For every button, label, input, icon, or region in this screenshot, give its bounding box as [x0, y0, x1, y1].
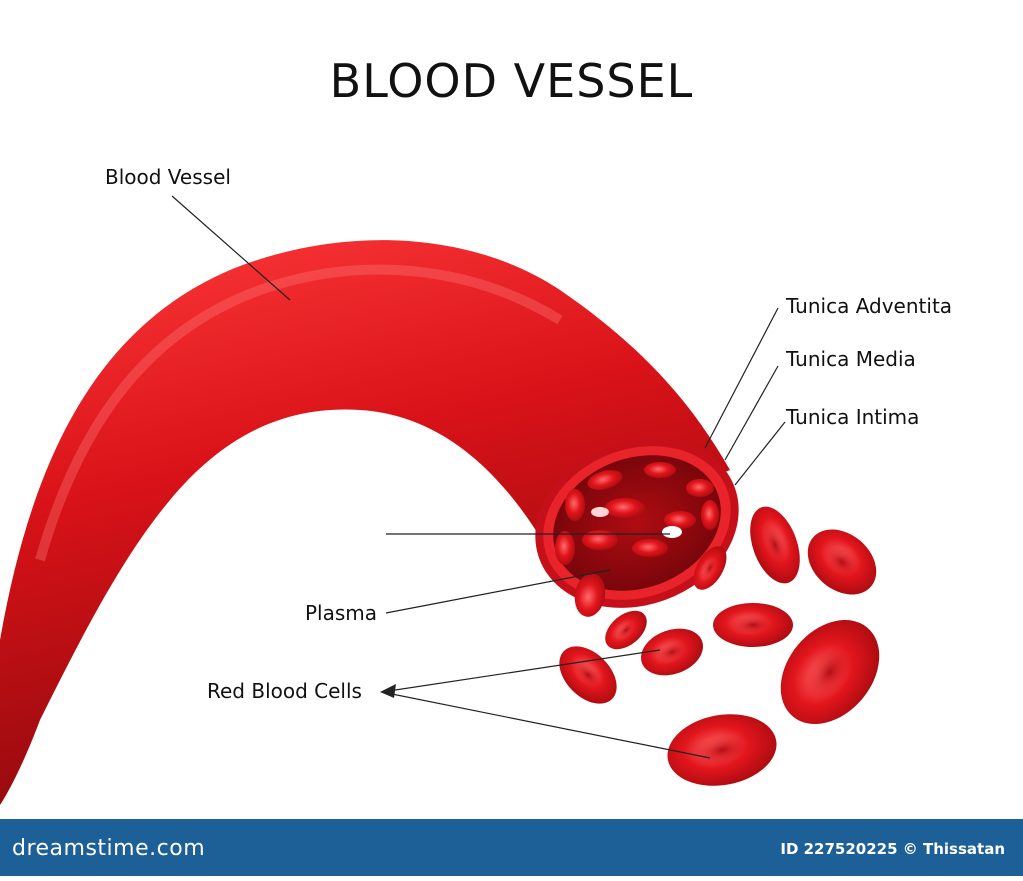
- lumen-cell: [701, 500, 719, 530]
- arrowhead: [380, 684, 396, 698]
- footer-credit: ID 227520225 © Thissatan: [780, 840, 1005, 858]
- vessel-tube: [0, 240, 730, 805]
- lumen-cell: [605, 498, 645, 518]
- label-plasma: Plasma: [305, 601, 378, 625]
- leader-tunica-intima: [734, 421, 786, 486]
- lumen-cell: [555, 531, 575, 565]
- leader-tunica-media: [724, 365, 779, 461]
- lumen-cell: [565, 489, 585, 521]
- lumen-cell: [632, 539, 668, 557]
- footer-bar: dreamstime.com ID 227520225 © Thissatan: [0, 819, 1023, 876]
- leader-lines: [171, 195, 786, 759]
- lumen-plasma-glint: [591, 507, 609, 517]
- page-title: BLOOD VESSEL: [329, 54, 694, 108]
- leader-plasma: [385, 569, 611, 614]
- lumen-plasma-glint: [662, 526, 682, 538]
- leader-tunica-adventita: [704, 307, 779, 449]
- lumen-cell: [587, 470, 623, 490]
- footer-brand[interactable]: dreamstime.com: [12, 836, 206, 861]
- label-blood-vessel: Blood Vessel: [105, 165, 231, 189]
- vessel-highlight: [35, 264, 563, 562]
- lumen-cell: [686, 479, 714, 497]
- label-tunica-adventita: Tunica Adventita: [786, 294, 953, 318]
- lumen-cell: [582, 530, 618, 550]
- lumen-cells: [555, 462, 719, 565]
- label-tunica-media: Tunica Media: [786, 347, 916, 371]
- leader-rbc-2: [381, 691, 711, 759]
- lumen-cell: [664, 511, 696, 529]
- label-red-blood-cells: Red Blood Cells: [207, 679, 362, 703]
- free-cells: [559, 506, 880, 786]
- lumen-cell: [644, 462, 676, 478]
- leader-rbc-1: [381, 649, 661, 693]
- leader-blood-vessel: [171, 195, 291, 301]
- label-tunica-intima: Tunica Intima: [786, 405, 920, 429]
